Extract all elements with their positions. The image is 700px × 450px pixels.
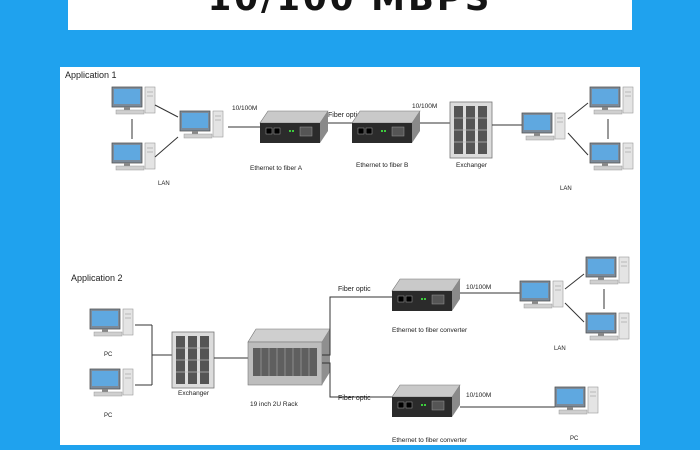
app1-speed-left-label: 10/100M — [232, 105, 257, 112]
app1-converter-b-label: Ethernet to fiber B — [356, 162, 408, 169]
app2-speed-bottom-label: 10/100M — [466, 392, 491, 399]
app1-converter-b-icon — [351, 110, 421, 144]
app2-converter-top-icon — [391, 278, 461, 312]
app2-converter-bottom-label: Ethernet to fiber converter — [392, 437, 468, 444]
app2-pc-bottom-label: PC — [104, 413, 113, 419]
app2-exchanger-icon — [171, 331, 215, 389]
app2-converter-top-label: Ethernet to fiber converter — [392, 327, 468, 334]
app2-fiber-top-label: Fiber optic — [338, 286, 371, 293]
app2-lan-label: LAN — [554, 346, 566, 352]
app2-lan-link-bottom — [564, 302, 585, 323]
app1-left-pc-right-icon — [179, 110, 224, 139]
app2-pc-right-label: PC — [570, 436, 579, 442]
app1-left-link-top — [154, 104, 179, 118]
title-banner: 10/100 MBPS — [68, 0, 632, 30]
app2-pc-top-label: PC — [104, 352, 113, 358]
rack-icon — [247, 328, 331, 386]
app1-right-link-bottom — [567, 132, 589, 156]
app2-pc-top-icon — [89, 308, 134, 337]
app2-converter-bottom-icon — [391, 384, 461, 418]
diagram-panel: Application 1 LAN 10/100M Ethernet to fi… — [60, 67, 640, 445]
app2-speed-top-label: 10/100M — [466, 284, 491, 291]
app2-exchanger-label: Exchanger — [178, 390, 210, 397]
app2-lan-pc-left-icon — [519, 280, 564, 309]
banner-title: 10/100 MBPS — [68, 0, 632, 19]
app2-rack-label: 19 inch 2U Rack — [250, 401, 298, 408]
network-diagram: Application 1 LAN 10/100M Ethernet to fi… — [65, 70, 634, 444]
app1-fiber-label: Fiber optic — [328, 112, 361, 119]
app1-converter-a-icon — [259, 110, 329, 144]
app1-title: Application 1 — [65, 70, 117, 80]
app1-right-pc-top-icon — [589, 86, 634, 115]
app2-pc-bottom-icon — [89, 368, 134, 397]
app2-lan-pc-bottom-icon — [585, 312, 630, 341]
app1-left-pc-top-icon — [111, 86, 156, 115]
app2-lan-pc-top-icon — [585, 256, 630, 285]
app2-pc-right-icon — [554, 386, 599, 415]
app2-title: Application 2 — [71, 273, 123, 283]
app1-left-pc-bottom-icon — [111, 142, 156, 171]
app2-lan-link-top — [564, 273, 585, 290]
app2-fiber-bottom-label: Fiber optic — [338, 395, 371, 402]
app2-fiber-link-bottom — [322, 362, 392, 398]
app2-fiber-link-top — [322, 296, 392, 356]
app1-lan-left-label: LAN — [158, 181, 170, 187]
app1-speed-right-label: 10/100M — [412, 103, 437, 110]
app1-right-pc-left-icon — [521, 112, 566, 141]
app1-exchanger-label: Exchanger — [456, 162, 488, 169]
app1-exchanger-icon — [449, 101, 493, 159]
app1-right-link-top — [567, 102, 589, 120]
app1-right-pc-bottom-icon — [589, 142, 634, 171]
app1-lan-right-label: LAN — [560, 186, 572, 192]
app1-converter-a-label: Ethernet to fiber A — [250, 165, 303, 172]
app1-left-link-bottom — [154, 136, 179, 158]
